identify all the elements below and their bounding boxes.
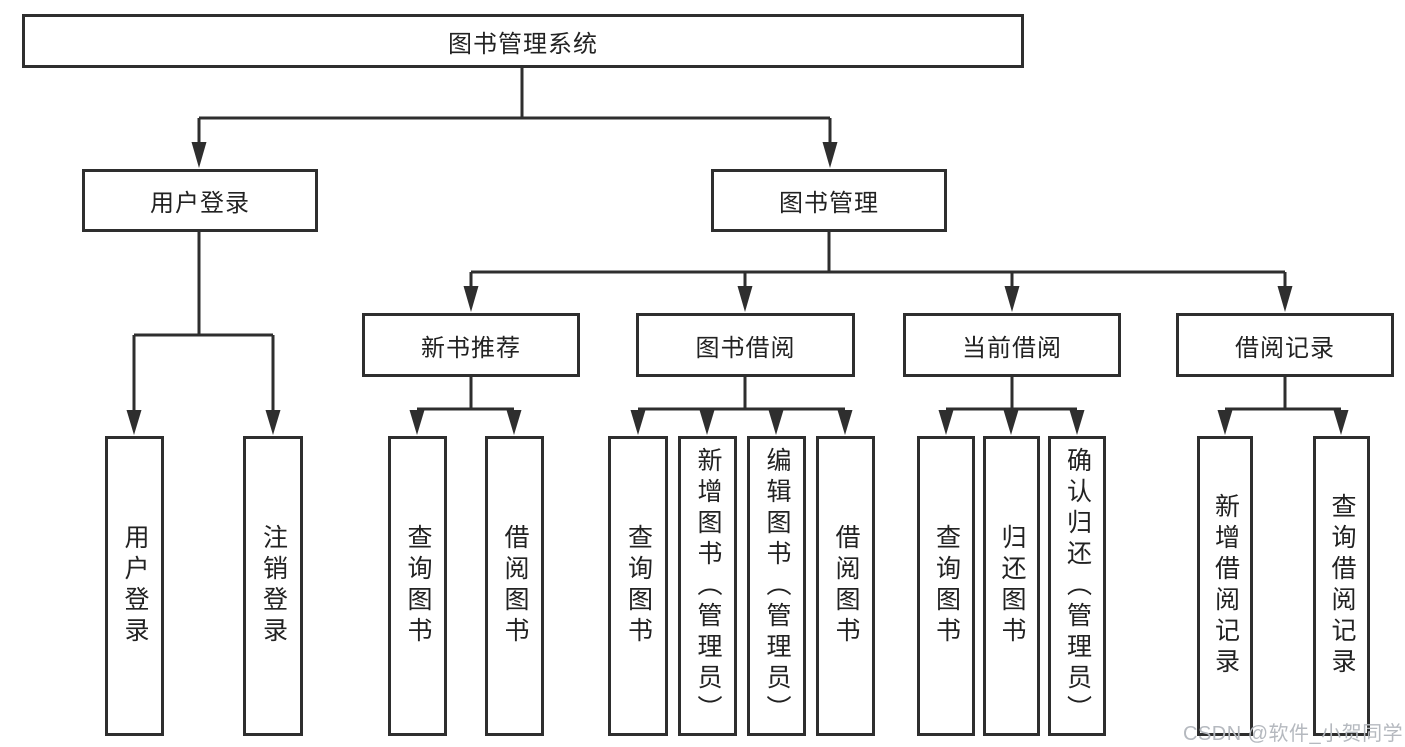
leaf-add-books-admin: 新增图书（管理员）: [678, 436, 737, 736]
leaf-edit-books-admin: 编辑图书（管理员）: [747, 436, 806, 736]
leaf-borrow-books-recommend: 借阅图书: [485, 436, 544, 736]
csdn-watermark: CSDN @软件_小贺同学: [1183, 723, 1404, 745]
leaf-borrow-books: 借阅图书: [816, 436, 875, 736]
leaf-query-books-current: 查询图书: [917, 436, 975, 736]
node-book-management-branch: 图书管理: [711, 169, 947, 232]
leaf-user-login: 用户登录: [105, 436, 164, 736]
node-borrowing-records: 借阅记录: [1176, 313, 1394, 377]
leaf-query-borrow-record: 查询借阅记录: [1313, 436, 1370, 736]
leaf-logout: 注销登录: [243, 436, 303, 736]
node-book-borrowing: 图书借阅: [636, 313, 855, 377]
leaf-confirm-return-admin: 确认归还（管理员）: [1048, 436, 1106, 736]
leaf-query-books-borrowing: 查询图书: [608, 436, 668, 736]
leaf-query-books-recommend: 查询图书: [388, 436, 447, 736]
node-user-login-branch: 用户登录: [82, 169, 318, 232]
node-new-book-recommend: 新书推荐: [362, 313, 580, 377]
leaf-add-borrow-record: 新增借阅记录: [1197, 436, 1253, 736]
leaf-return-books: 归还图书: [983, 436, 1040, 736]
node-root-library-system: 图书管理系统: [22, 14, 1024, 68]
arrowheads: [126, 142, 1349, 435]
node-current-borrowing: 当前借阅: [903, 313, 1121, 377]
connector-paths: [132, 68, 1341, 412]
